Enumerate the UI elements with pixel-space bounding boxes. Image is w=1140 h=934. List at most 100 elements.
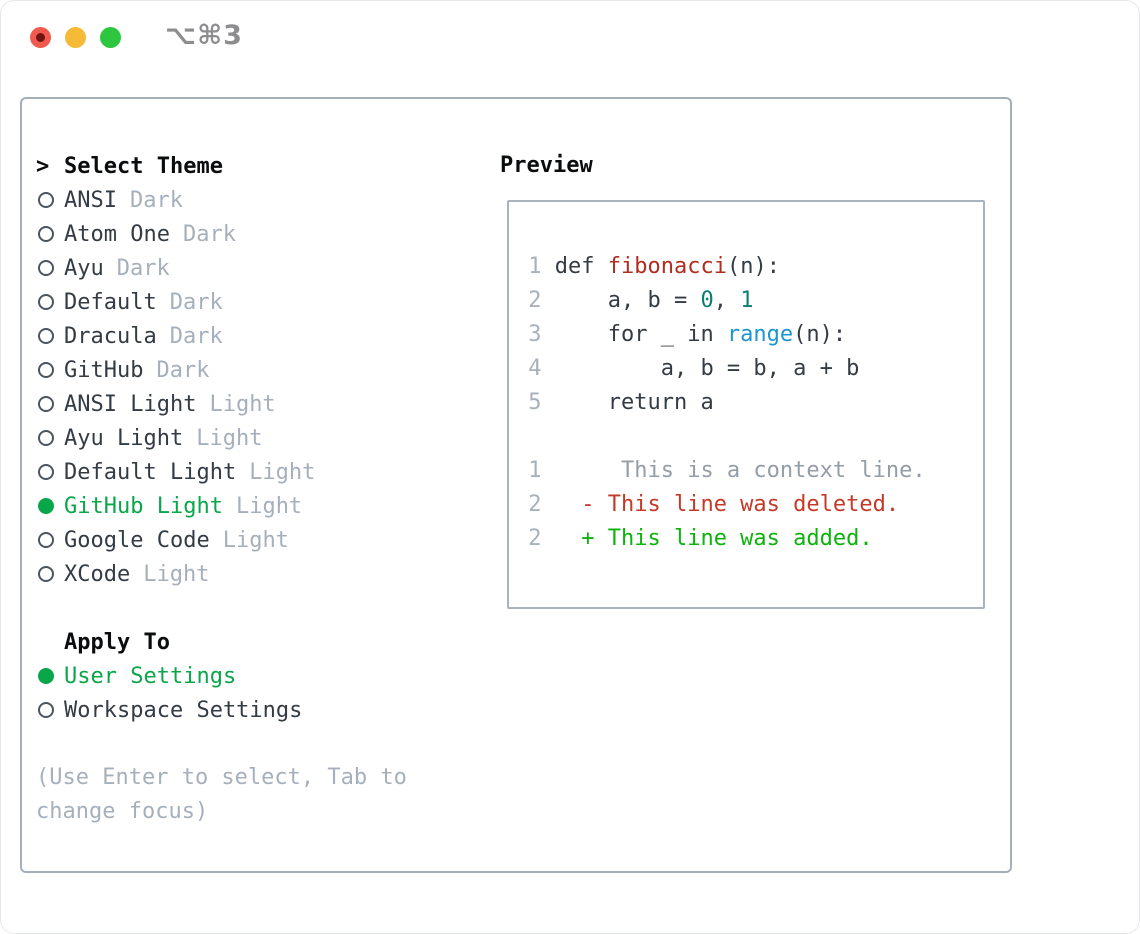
close-button[interactable]: [30, 27, 51, 48]
code-segment-num: 2: [515, 526, 555, 551]
theme-name: GitHub Light: [64, 493, 223, 519]
theme-list-header: >Select Theme: [36, 149, 407, 183]
code-segment-num: 1: [515, 458, 555, 483]
radio-marker: [36, 226, 64, 242]
theme-option[interactable]: Default Dark: [36, 285, 407, 319]
radio-selected-icon: [38, 498, 54, 514]
apply-to-label: Workspace Settings: [64, 697, 303, 723]
radio-unselected-icon: [38, 226, 54, 242]
code-line: 2 + This line was added.: [515, 522, 979, 556]
code-segment-literal: 0: [700, 288, 714, 313]
radio-marker: [36, 362, 64, 378]
theme-name: Default: [64, 289, 157, 315]
radio-unselected-icon: [38, 362, 54, 378]
code-segment-code: def: [554, 254, 608, 279]
radio-unselected-icon: [38, 396, 54, 412]
theme-variant-tag: Dark: [182, 221, 236, 247]
radio-marker: [36, 566, 64, 582]
code-segment-added: + This line was added.: [554, 526, 873, 551]
radio-marker: [36, 532, 64, 548]
theme-variant-tag: Dark: [116, 255, 170, 281]
code-segment-builtin: range: [726, 322, 794, 347]
apply-to-header: Apply To: [36, 625, 407, 659]
code-segment-code: return a: [554, 390, 714, 415]
radio-unselected-icon: [38, 702, 54, 718]
theme-variant-tag: Dark: [169, 289, 223, 315]
radio-unselected-icon: [38, 294, 54, 310]
code-line: 1 def fibonacci(n):: [515, 250, 979, 284]
window-title: ⌥⌘3: [165, 20, 243, 51]
theme-option[interactable]: Atom One Dark: [36, 217, 407, 251]
theme-name: Google Code: [64, 527, 210, 553]
radio-marker: [36, 328, 64, 344]
theme-option[interactable]: Default Light Light: [36, 455, 407, 489]
radio-marker: [36, 668, 64, 684]
apply-to-label: User Settings: [64, 663, 237, 689]
apply-to-option[interactable]: User Settings: [36, 659, 407, 693]
code-segment-literal: 1: [740, 288, 754, 313]
code-preview: 1 def fibonacci(n): 2 a, b = 0, 1 3 for …: [507, 200, 985, 609]
radio-selected-icon: [38, 668, 54, 684]
radio-marker: [36, 260, 64, 276]
code-block: 1 def fibonacci(n): 2 a, b = 0, 1 3 for …: [509, 202, 983, 556]
theme-name: Default Light: [64, 459, 237, 485]
theme-variant-tag: Light: [222, 527, 289, 553]
radio-unselected-icon: [38, 566, 54, 582]
theme-option[interactable]: GitHub Light Light: [36, 489, 407, 523]
help-text-line1: (Use Enter to select, Tab to: [36, 765, 407, 790]
code-segment-context: This is a context line.: [554, 458, 926, 483]
spacer: [36, 727, 407, 761]
theme-name: Dracula: [64, 323, 157, 349]
radio-unselected-icon: [38, 328, 54, 344]
theme-list-title: Select Theme: [64, 153, 223, 179]
radio-marker: [36, 464, 64, 480]
radio-unselected-icon: [38, 464, 54, 480]
code-segment-code: (n):: [793, 322, 847, 347]
theme-variant-tag: Light: [143, 561, 210, 587]
theme-option[interactable]: GitHub Dark: [36, 353, 407, 387]
theme-name: GitHub: [64, 357, 144, 383]
apply-to-option[interactable]: Workspace Settings: [36, 693, 407, 727]
theme-name: Ayu Light: [64, 425, 184, 451]
zoom-button[interactable]: [100, 27, 121, 48]
radio-unselected-icon: [38, 430, 54, 446]
code-line: [515, 420, 979, 454]
theme-variant-tag: Light: [249, 459, 316, 485]
code-segment-num: 4: [515, 356, 555, 381]
radio-unselected-icon: [38, 260, 54, 276]
theme-option[interactable]: Google Code Light: [36, 523, 407, 557]
theme-name: ANSI Light: [64, 391, 197, 417]
radio-marker: [36, 498, 64, 514]
code-segment-deleted: - This line was deleted.: [554, 492, 900, 517]
code-segment-num: 2: [515, 492, 555, 517]
code-segment-code: a, b =: [554, 288, 701, 313]
minimize-button[interactable]: [65, 27, 86, 48]
code-line: 5 return a: [515, 386, 979, 420]
code-segment-code: ,: [713, 288, 741, 313]
spacer: [36, 591, 407, 625]
help-text-line2: change focus): [36, 799, 209, 824]
code-segment-code: for _ in: [554, 322, 727, 347]
close-dot-icon: [36, 33, 45, 42]
theme-variant-tag: Dark: [129, 187, 183, 213]
radio-marker: [36, 430, 64, 446]
radio-unselected-icon: [38, 532, 54, 548]
radio-marker: [36, 396, 64, 412]
radio-unselected-icon: [38, 192, 54, 208]
theme-variant-tag: Light: [235, 493, 303, 519]
code-segment-num: 5: [515, 390, 555, 415]
code-segment-num: 1: [515, 254, 555, 279]
code-line: 3 for _ in range(n):: [515, 318, 979, 352]
radio-marker: [36, 192, 64, 208]
theme-name: Atom One: [64, 221, 170, 247]
theme-variant-tag: Dark: [156, 357, 210, 383]
code-line: 1 This is a context line.: [515, 454, 979, 488]
